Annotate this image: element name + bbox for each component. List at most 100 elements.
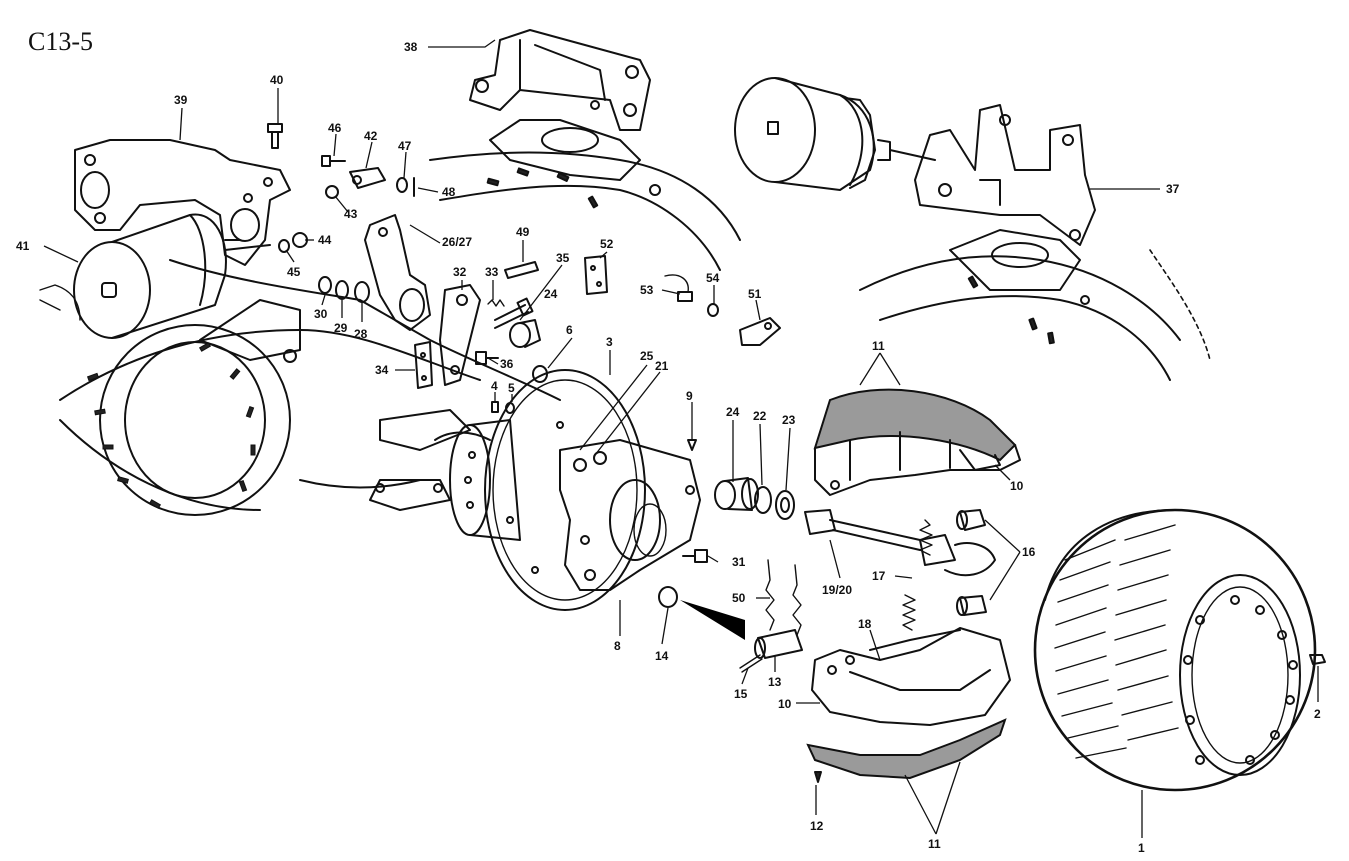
brake-chamber-right (734, 77, 936, 191)
slack-adjuster (364, 214, 431, 331)
callout-44: 44 (318, 233, 332, 247)
callout-11-upper: 11 (872, 339, 885, 353)
roller-16-upper (956, 509, 986, 531)
callout-39: 39 (174, 93, 188, 107)
callout-24-upper: 24 (544, 287, 558, 301)
callout-31: 31 (732, 555, 746, 569)
callout-17: 17 (872, 569, 886, 583)
callout-45: 45 (287, 265, 301, 279)
callout-38: 38 (404, 40, 418, 54)
rivet-12 (814, 771, 822, 783)
callout-42: 42 (364, 129, 378, 143)
right-mounting-bracket (914, 104, 1096, 246)
spring-50-b (792, 564, 802, 636)
plate-52 (584, 255, 608, 295)
callout-15: 15 (734, 687, 748, 701)
return-spring-17-upper (919, 519, 933, 556)
brake-lining-lower (806, 718, 1007, 780)
callout-49: 49 (516, 225, 530, 239)
callout-35: 35 (556, 251, 570, 265)
clevis-pin-46 (321, 155, 346, 167)
brake-shoe-upper (813, 388, 1021, 496)
callout-18: 18 (858, 617, 872, 631)
grease-nipple-4 (491, 401, 499, 413)
bushing-14 (658, 586, 678, 608)
grommet-54 (707, 303, 719, 317)
spring-33 (487, 299, 505, 307)
hub-assembly (449, 419, 521, 541)
callout-26-27: 26/27 (442, 235, 472, 249)
sensor-cable-53 (664, 274, 693, 302)
upper-mounting-bracket (469, 29, 651, 131)
callout-6: 6 (566, 323, 573, 337)
callout-9: 9 (686, 389, 693, 403)
screw-9 (687, 439, 697, 451)
brake-chamber-left (39, 213, 271, 339)
callout-43: 43 (344, 207, 358, 221)
callout-41: 41 (16, 239, 30, 253)
callout-46: 46 (328, 121, 342, 135)
brake-shoe-lower (811, 627, 1011, 726)
brake-spider (559, 439, 701, 591)
callout-32: 32 (453, 265, 467, 279)
callout-36: 36 (500, 357, 514, 371)
callout-10-upper: 10 (1010, 479, 1024, 493)
dust-shield (484, 369, 646, 611)
seal-22 (754, 486, 772, 514)
callout-13: 13 (768, 675, 782, 689)
roller-16-lower (956, 595, 987, 616)
anchor-pin-path (680, 600, 745, 640)
callout-33: 33 (485, 265, 499, 279)
anchor-pin-13 (754, 629, 803, 659)
callout-23: 23 (782, 413, 796, 427)
washer-28 (354, 281, 370, 303)
callout-3: 3 (606, 335, 613, 349)
bushing-24-upper (509, 319, 541, 348)
brake-drum (1033, 508, 1317, 792)
callout-10-lower: 10 (778, 697, 792, 711)
housing-bolt-ring (86, 342, 256, 509)
slack-adjuster-bracket (439, 284, 481, 386)
callout-4: 4 (491, 379, 498, 393)
bolt-40 (267, 123, 283, 149)
sensor-path (690, 345, 755, 440)
callout-30: 30 (314, 307, 328, 321)
drum-cooling-fins (1054, 524, 1179, 759)
callout-16: 16 (1022, 545, 1036, 559)
return-spring-17-lower (902, 594, 916, 631)
washer-23 (775, 490, 795, 520)
washer-47 (396, 177, 408, 193)
right-axle-housing (859, 229, 1211, 381)
callout-28: 28 (354, 327, 368, 341)
bolt-31 (682, 549, 708, 563)
leader-lines (43, 39, 1319, 838)
bolt-35 (494, 297, 534, 329)
callout-51: 51 (748, 287, 762, 301)
callout-21: 21 (655, 359, 669, 373)
callout-37: 37 (1166, 182, 1180, 196)
callout-40: 40 (270, 73, 284, 87)
callout-47: 47 (398, 139, 412, 153)
pin-15 (739, 654, 763, 673)
adjuster-pin-49 (504, 261, 539, 279)
spring-50-a (765, 559, 775, 631)
upper-axle-housing (429, 119, 741, 271)
callout-12: 12 (810, 819, 824, 833)
washer-29 (335, 280, 349, 300)
callout-8: 8 (614, 639, 621, 653)
callout-25: 25 (640, 349, 654, 363)
callout-24-lower: 24 (726, 405, 740, 419)
callout-22: 22 (753, 409, 767, 423)
callout-54: 54 (706, 271, 720, 285)
callout-19-20: 19/20 (822, 583, 852, 597)
callout-48: 48 (442, 185, 456, 199)
washer-45 (278, 239, 290, 253)
clevis-42 (349, 167, 386, 189)
callout-14: 14 (655, 649, 669, 663)
callout-1: 1 (1138, 841, 1145, 855)
bushing-24-lower (714, 477, 759, 511)
left-chamber-bracket (74, 139, 291, 266)
callout-53: 53 (640, 283, 654, 297)
callout-labels: 1 2 3 4 5 6 8 9 10 10 11 11 12 13 14 15 … (16, 40, 1321, 855)
